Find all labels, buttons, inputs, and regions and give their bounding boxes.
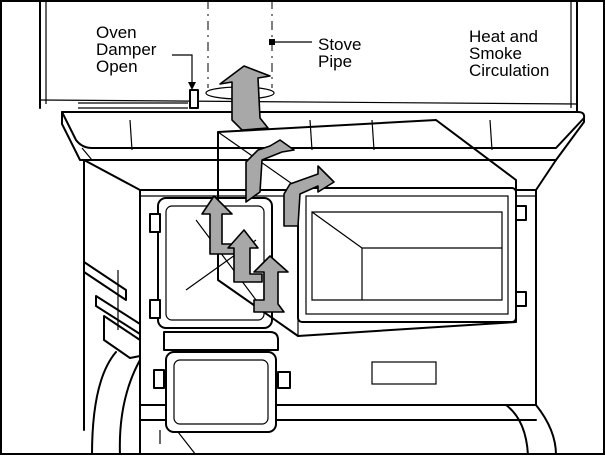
arrow-right-curve	[283, 165, 335, 227]
ash-door	[153, 331, 291, 444]
arrow-left-lower	[253, 255, 289, 313]
cooktop	[61, 86, 586, 161]
arrow-top-curve	[245, 139, 295, 203]
arrow-up-pipe	[219, 65, 271, 131]
heat-arrows	[201, 65, 335, 313]
backsplash	[39, 0, 578, 113]
arrow-left-middle	[227, 229, 263, 283]
towel-bars	[83, 261, 141, 359]
leader-lines	[172, 39, 312, 90]
heat-circulation-label: Heat and Smoke Circulation	[469, 27, 550, 80]
legs	[91, 351, 557, 456]
oven-damper	[189, 89, 199, 109]
stove-pipe-label: Stove Pipe	[318, 35, 362, 71]
oven-door	[297, 187, 527, 385]
oven-damper-label: Oven Damper Open	[96, 23, 157, 76]
